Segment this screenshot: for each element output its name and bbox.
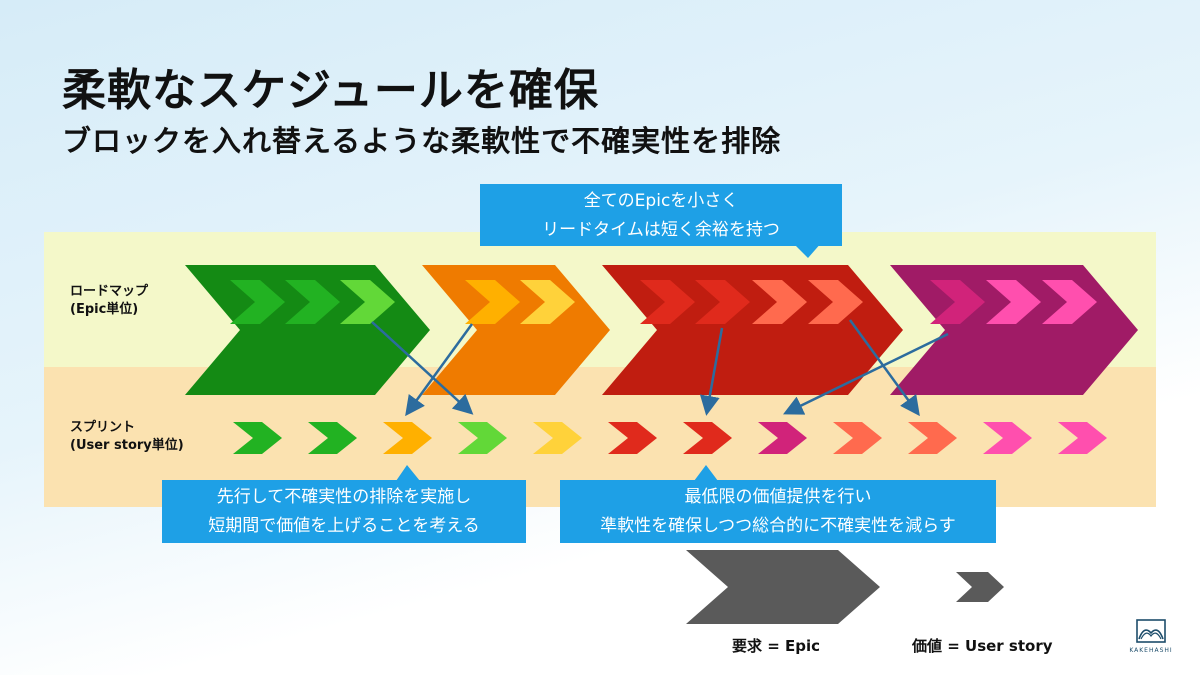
story-chevron xyxy=(608,422,657,454)
story-chevron xyxy=(383,422,432,454)
sprint-label-line2: (User story単位) xyxy=(70,438,184,453)
left-callout-line1: 先行して不確実性の排除を実施し xyxy=(216,487,472,507)
story-chevron xyxy=(983,422,1032,454)
roadmap-label-line2: (Epic単位) xyxy=(70,302,139,317)
right-callout-line2: 準軟性を確保しつつ総合的に不確実性を減らす xyxy=(600,516,956,536)
inner-chevron xyxy=(465,280,520,324)
story-chevron xyxy=(458,422,507,454)
legend-story-chevron xyxy=(956,572,1004,602)
story-chevron xyxy=(1058,422,1107,454)
page-subtitle: ブロックを入れ替えるような柔軟性で不確実性を排除 xyxy=(62,124,782,158)
roadmap-label-line1: ロードマップ xyxy=(70,284,149,299)
mapping-arrow xyxy=(405,323,474,417)
inner-chevron xyxy=(986,280,1041,324)
inner-chevron xyxy=(1042,280,1097,324)
kakehashi-logo: KAKEHASHI xyxy=(1127,619,1175,654)
inner-chevron xyxy=(230,280,285,324)
sprint-label-line1: スプリント xyxy=(70,420,136,435)
right-callout-line1: 最低限の価値提供を行い xyxy=(684,487,872,507)
left-callout-pointer xyxy=(396,465,420,481)
left-callout-line2: 短期間で価値を上げることを考える xyxy=(208,516,480,536)
mapping-arrow xyxy=(783,332,949,415)
sprint-row-label: スプリント (User story単位) xyxy=(70,419,184,455)
legend-epic-chevron xyxy=(686,550,880,624)
top-callout-line2: リードタイムは短く余裕を持つ xyxy=(542,220,780,240)
inner-chevron xyxy=(695,280,750,324)
top-callout-pointer xyxy=(792,242,822,258)
right-callout-pointer xyxy=(694,465,718,481)
inner-chevron xyxy=(285,280,340,324)
story-chevron xyxy=(533,422,582,454)
roadmap-row-label: ロードマップ (Epic単位) xyxy=(70,283,148,319)
epic-magenta-stories xyxy=(930,280,1097,324)
story-chevron xyxy=(308,422,357,454)
epic-orange-stories xyxy=(465,280,575,324)
inner-chevron xyxy=(930,280,985,324)
logo-mark-icon xyxy=(1136,619,1166,643)
inner-chevron xyxy=(808,280,863,324)
legend-story-label: 価値 = User story xyxy=(912,637,1053,655)
story-chevron xyxy=(908,422,957,454)
left-callout: 先行して不確実性の排除を実施し 短期間で価値を上げることを考える xyxy=(162,480,526,543)
mapping-arrows xyxy=(371,319,949,417)
mapping-arrow xyxy=(848,319,920,417)
legend-epic-label: 要求 = Epic xyxy=(732,637,821,655)
mapping-arrow xyxy=(699,327,724,416)
logo-text: KAKEHASHI xyxy=(1129,647,1173,654)
mapping-arrow xyxy=(371,321,474,415)
story-chevron xyxy=(758,422,807,454)
story-chevron xyxy=(233,422,282,454)
top-callout: 全てのEpicを小さく リードタイムは短く余裕を持つ xyxy=(480,184,842,246)
page-title: 柔軟なスケジュールを確保 xyxy=(62,65,599,116)
inner-chevron xyxy=(752,280,807,324)
top-callout-line1: 全てのEpicを小さく xyxy=(583,191,739,211)
inner-chevron xyxy=(520,280,575,324)
epic-red-stories xyxy=(640,280,863,324)
sprint-stories xyxy=(233,422,1107,454)
right-callout: 最低限の価値提供を行い 準軟性を確保しつつ総合的に不確実性を減らす xyxy=(560,480,996,543)
inner-chevron xyxy=(640,280,695,324)
inner-chevron xyxy=(340,280,395,324)
story-chevron xyxy=(683,422,732,454)
story-chevron xyxy=(833,422,882,454)
epic-chevron-orange xyxy=(422,265,610,395)
epic-green-stories xyxy=(230,280,395,324)
